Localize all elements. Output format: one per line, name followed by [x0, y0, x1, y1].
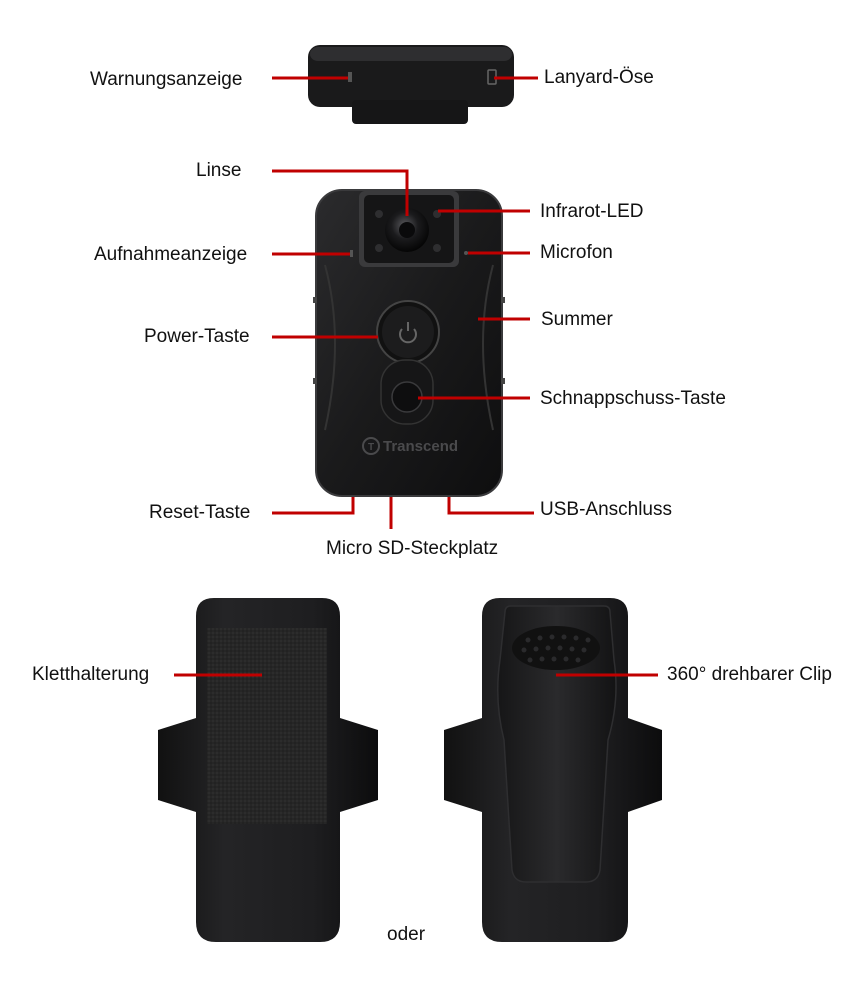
warning-led: [348, 72, 352, 82]
transcend-logo-icon: [362, 437, 380, 455]
leader-lines: [174, 76, 658, 677]
power-icon: [399, 328, 417, 344]
label-microsd-slot: Micro SD-Steckplatz: [326, 538, 499, 559]
label-or: oder: [387, 924, 426, 945]
camera-top-view: [308, 45, 514, 124]
label-usb-port: USB-Anschluss: [540, 499, 672, 520]
camera-front-view: T Transcend: [313, 189, 505, 497]
snapshot-button-shape: [391, 381, 423, 413]
velcro-holder: [158, 598, 378, 942]
label-lanyard-eyelet: Lanyard-Öse: [544, 67, 654, 88]
leader-reset: [272, 497, 355, 515]
label-power-button: Power-Taste: [144, 326, 250, 347]
label-buzzer: Summer: [541, 309, 613, 330]
recording-led: [350, 250, 353, 257]
label-snapshot-button: Schnappschuss-Taste: [540, 388, 726, 409]
leader-usb: [447, 497, 534, 515]
label-velcro-mount: Kletthalterung: [32, 664, 150, 685]
ir-led: [375, 210, 383, 218]
microphone-hole: [464, 251, 468, 255]
label-recording-indicator: Aufnahmeanzeige: [94, 244, 248, 265]
velcro-pad: [207, 628, 327, 824]
label-reset-button: Reset-Taste: [149, 502, 251, 523]
label-microphone: Microfon: [540, 242, 613, 263]
label-lens: Linse: [196, 160, 242, 181]
leader-lens: [272, 169, 409, 216]
label-warning-indicator: Warnungsanzeige: [90, 69, 243, 90]
ir-led: [375, 244, 383, 252]
ir-led: [433, 244, 441, 252]
svg-text:T: T: [368, 442, 374, 453]
brand-logo-text: Transcend: [383, 438, 458, 455]
label-infrared-led: Infrarot-LED: [540, 201, 644, 222]
label-rotating-clip: 360° drehbarer Clip: [667, 664, 832, 685]
clip-holder: [444, 598, 662, 942]
